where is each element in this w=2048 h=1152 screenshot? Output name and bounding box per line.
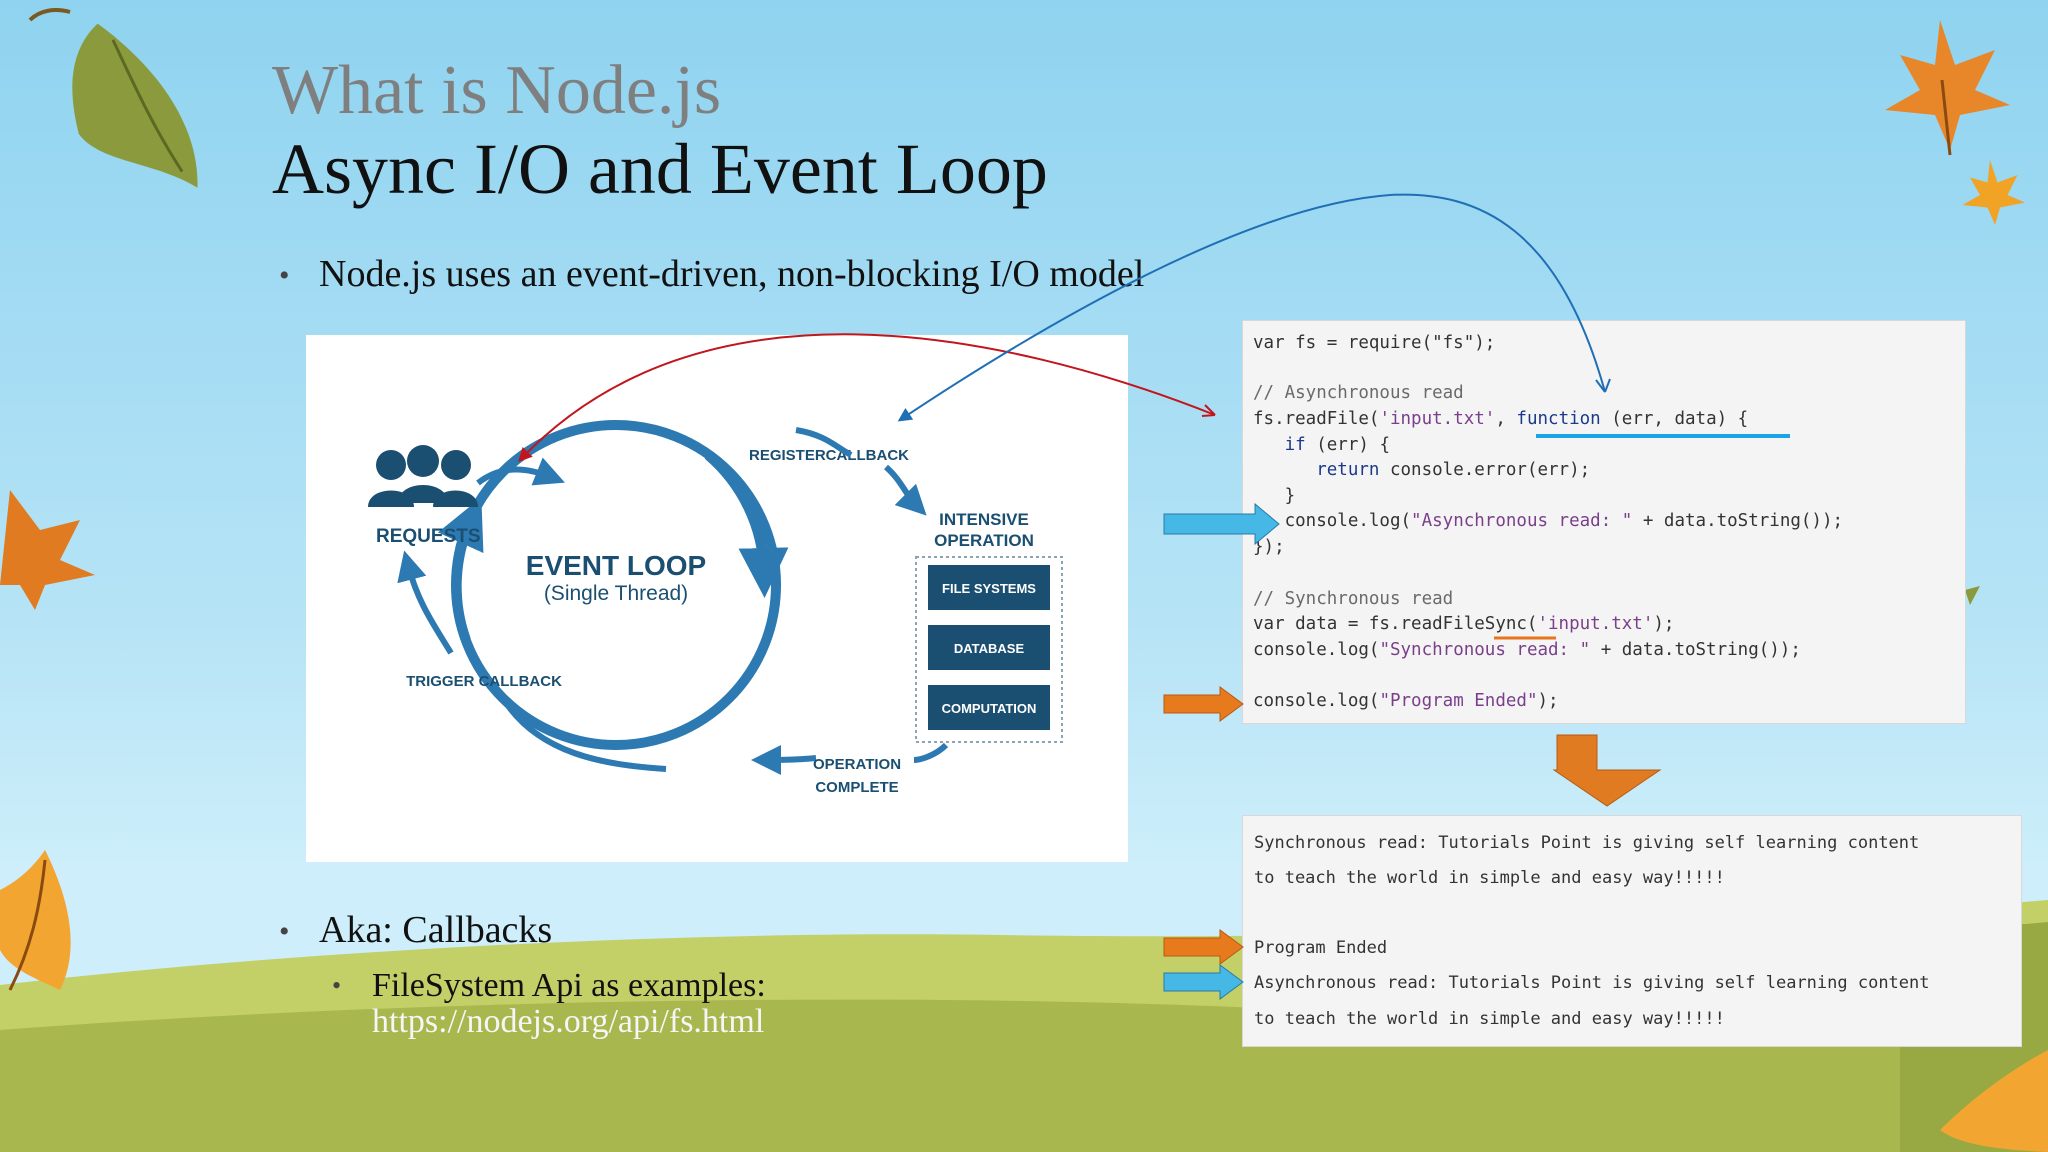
leaf-icon bbox=[0, 850, 71, 991]
code-line: var data = fs.readFileSync('input.txt'); bbox=[1253, 614, 1675, 634]
output-line: to teach the world in simple and easy wa… bbox=[1254, 1009, 1725, 1029]
code-panel: var fs = require("fs"); // Asynchronous … bbox=[1242, 320, 1966, 724]
bullet-main-text: Node.js uses an event-driven, non-blocki… bbox=[319, 253, 1145, 295]
leaf-icon bbox=[1940, 1050, 2048, 1152]
leaf-icon bbox=[72, 23, 198, 188]
trigger-to-requests-arrow bbox=[397, 550, 454, 655]
code-line: console.log("Program Ended"); bbox=[1253, 691, 1559, 711]
code-line: // Asynchronous read bbox=[1253, 383, 1464, 403]
event-loop-diagram: REQUESTS EVENT LOOP (Single Thread) REGI… bbox=[306, 335, 1128, 862]
output-panel: Synchronous read: Tutorials Point is giv… bbox=[1242, 815, 2022, 1047]
slide-subtitle: What is Node.js bbox=[272, 52, 722, 129]
code-line: return console.error(err); bbox=[1316, 460, 1591, 480]
requests-arrow bbox=[476, 457, 565, 486]
requests-label: REQUESTS bbox=[376, 526, 481, 547]
bullet-dot-icon: • bbox=[279, 915, 290, 948]
register-callback-label: REGISTERCALLBACK bbox=[749, 447, 909, 464]
maple-leaf-icon bbox=[1962, 160, 2025, 225]
code-line: if (err) { bbox=[1284, 435, 1390, 455]
output-line: to teach the world in simple and easy wa… bbox=[1254, 868, 1725, 888]
trigger-arc bbox=[498, 693, 667, 772]
loop-arrow-right bbox=[704, 451, 789, 598]
op-complete-arrow-b bbox=[751, 744, 817, 775]
slide-title: Async I/O and Event Loop bbox=[272, 129, 1048, 209]
bullet-dot-icon: • bbox=[279, 259, 290, 292]
code-line: } bbox=[1253, 486, 1296, 506]
file-systems-label: FILE SYSTEMS bbox=[942, 581, 1036, 596]
code-line: fs.readFile('input.txt', function (err, … bbox=[1253, 409, 1749, 429]
maple-leaf-icon bbox=[1885, 20, 2010, 156]
code-line: var fs = require("fs"); bbox=[1253, 333, 1496, 353]
intensive-label-2: OPERATION bbox=[934, 531, 1034, 550]
maple-leaf-icon bbox=[0, 490, 95, 610]
register-to-op-arrow bbox=[883, 464, 927, 516]
intensive-label-1: INTENSIVE bbox=[939, 510, 1029, 529]
operation-complete-label-2: COMPLETE bbox=[815, 779, 898, 796]
computation-label: COMPUTATION bbox=[942, 701, 1037, 716]
file-systems-box bbox=[928, 565, 1050, 610]
database-label: DATABASE bbox=[954, 641, 1025, 656]
bullet-sub-text: FileSystem Api as examples: bbox=[372, 967, 766, 1004]
output-line: Asynchronous read: Tutorials Point is gi… bbox=[1254, 973, 1930, 993]
computation-box bbox=[928, 685, 1050, 730]
event-loop-label: EVENT LOOP bbox=[526, 550, 706, 581]
output-line: Synchronous read: Tutorials Point is giv… bbox=[1254, 833, 1920, 853]
users-icon bbox=[368, 445, 478, 507]
bullet-aka-text: Aka: Callbacks bbox=[319, 909, 553, 951]
code-line: }); bbox=[1253, 537, 1285, 557]
loop-arrow-left bbox=[437, 497, 484, 642]
code-line: console.log("Asynchronous read: " + data… bbox=[1253, 511, 1844, 531]
code-line: // Synchronous read bbox=[1253, 589, 1454, 609]
operation-group-border bbox=[915, 556, 1063, 743]
trigger-callback-label: TRIGGER CALLBACK bbox=[406, 673, 562, 690]
operation-complete-label-1: OPERATION bbox=[813, 756, 901, 773]
bullet-dot-icon: • bbox=[332, 971, 342, 1000]
output-line: Program Ended bbox=[1254, 938, 1388, 958]
op-complete-arrow-a bbox=[913, 742, 949, 763]
database-box bbox=[928, 625, 1050, 670]
fs-docs-link[interactable]: https://nodejs.org/api/fs.html bbox=[372, 1003, 765, 1040]
code-line: console.log("Synchronous read: " + data.… bbox=[1253, 640, 1801, 660]
single-thread-label: (Single Thread) bbox=[544, 582, 688, 605]
